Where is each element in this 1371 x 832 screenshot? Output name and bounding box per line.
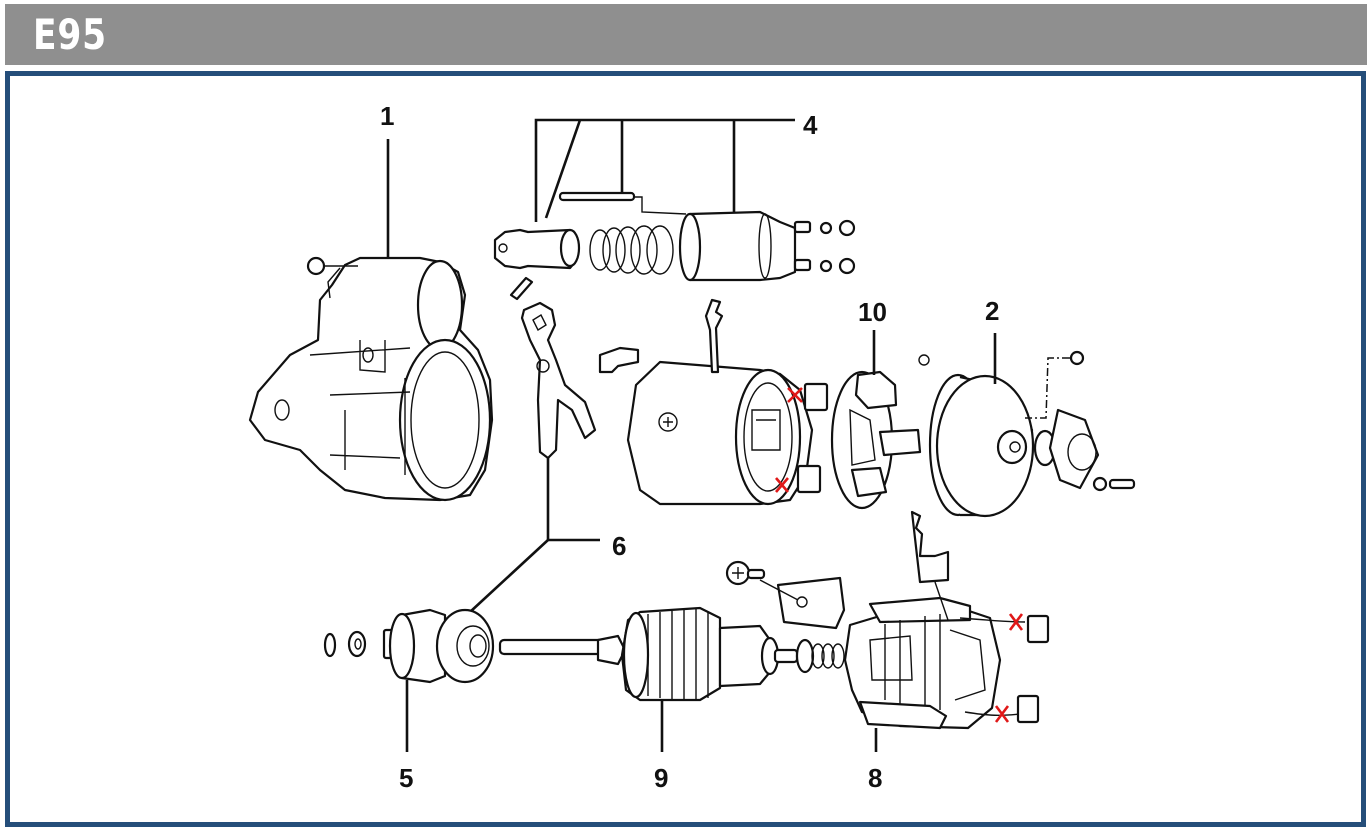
brush-holder — [830, 354, 930, 510]
leader-line-6b — [469, 539, 549, 613]
callout-8: 8 — [868, 763, 882, 793]
leader-line-6a — [546, 458, 600, 542]
end-cover — [928, 350, 1136, 518]
solenoid-assembly — [493, 191, 856, 301]
callout-6: 6 — [612, 531, 626, 561]
shift-fork — [520, 301, 640, 460]
cut-mark-2 — [775, 477, 789, 493]
callout-5: 5 — [399, 763, 413, 793]
pinion-drive — [323, 608, 495, 684]
callout-4: 4 — [803, 110, 818, 140]
header-bar: E95 — [5, 4, 1367, 65]
callout-1: 1 — [380, 101, 394, 131]
callout-10: 10 — [858, 297, 887, 327]
cut-mark-3 — [1008, 613, 1024, 631]
callout-9: 9 — [654, 763, 668, 793]
cut-mark-1 — [787, 387, 803, 403]
cut-mark-4 — [994, 705, 1010, 723]
motor-yoke — [626, 298, 829, 506]
callout-2: 2 — [985, 296, 999, 326]
page-title: E95 — [33, 10, 107, 59]
leader-line-4b — [544, 119, 582, 219]
drive-end-housing — [248, 256, 494, 502]
field-coils — [725, 510, 1050, 730]
leader-line-4a — [534, 118, 795, 222]
armature — [498, 606, 845, 702]
